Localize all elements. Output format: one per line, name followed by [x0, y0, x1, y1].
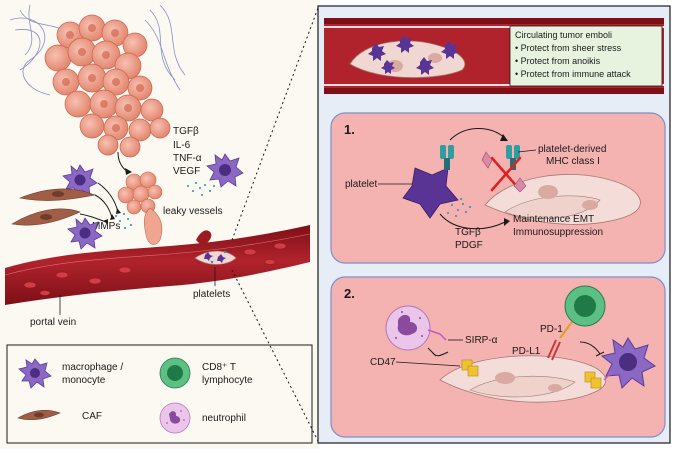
- emboli-vessel-lumen-line: [324, 84, 664, 86]
- leaky-vessels-label: leaky vessels: [163, 206, 222, 217]
- secretion-dots: [447, 198, 471, 217]
- cd47-icon: [461, 359, 479, 377]
- panel-1: [330, 112, 666, 264]
- macrophage-icon: [18, 358, 52, 389]
- mhc-label-line1: platelet-derived: [538, 144, 606, 155]
- cytokine-dots: [187, 182, 215, 196]
- portal-vein-vessel: [5, 225, 310, 305]
- effect-emt: Maintenance EMT: [513, 214, 594, 225]
- factor-pdgf: PDGF: [455, 240, 483, 251]
- legend-macrophage-line2: monocyte: [62, 375, 106, 386]
- panel-2-number: 2.: [344, 286, 355, 301]
- zoom-lines: [231, 7, 319, 442]
- transfer-arrow: [449, 128, 506, 141]
- mmp-dots: [115, 213, 132, 229]
- cd47-pointer: [395, 361, 461, 367]
- legend-macrophage-line1: macrophage /: [62, 362, 123, 373]
- mmp-arrowheads: [103, 208, 121, 224]
- pdl1-label: PD-L1: [512, 346, 541, 357]
- sirp-alpha-icon: [603, 371, 613, 381]
- neutrophil-icon: [159, 402, 191, 434]
- caf-icon: [17, 409, 61, 421]
- emboli-vessel-lumen-line: [324, 26, 664, 28]
- platelet-label: platelet: [345, 179, 377, 190]
- invasion-arrow: [117, 151, 132, 175]
- factor-tgfb: TGFβ: [455, 227, 481, 238]
- cytokine-il6: IL-6: [173, 140, 191, 151]
- mhc-class-i-icon: [440, 145, 454, 170]
- cytokine-tnfa: TNF-α: [173, 153, 202, 164]
- tumor-mass: [44, 14, 171, 158]
- sirp-alpha-icon: [427, 329, 447, 341]
- panel-1-number: 1.: [344, 122, 355, 137]
- vessel-emboli: [194, 250, 237, 265]
- emboli-vessel-wall-bottom: [324, 88, 664, 94]
- neutrophil-icon: [385, 305, 431, 351]
- tumor-nuclei: [62, 24, 144, 132]
- cytokine-vegf: VEGF: [173, 166, 200, 177]
- cd47-icon: [584, 371, 602, 389]
- vessel-leak: [196, 230, 212, 246]
- pd1-label: PD-1: [540, 324, 563, 335]
- macrophage-icon: [206, 153, 244, 188]
- caf-icon: [18, 188, 97, 201]
- circulating-tumor-emboli: [349, 35, 466, 78]
- legend-cd8-line2: lymphocyte: [202, 375, 253, 386]
- secretion-arrowhead: [504, 218, 510, 226]
- portal-vein-label: portal vein: [30, 317, 76, 328]
- platelets-label: platelets: [193, 289, 230, 300]
- tumor-cell: [439, 355, 607, 403]
- emboli-title: Circulating tumor emboli: [515, 30, 612, 40]
- transfer-arrowhead: [500, 134, 508, 141]
- macrophage-icon: [600, 337, 656, 389]
- vessel-highlight: [4, 233, 311, 276]
- mhc-label-line2: MHC class I: [546, 156, 600, 167]
- emboli-bullet-3: • Protect from immune attack: [515, 69, 631, 79]
- sirp-alpha-label: SIRP-α: [465, 335, 498, 346]
- mhc-pointer: [517, 149, 537, 153]
- effect-immunosuppression: Immunosuppression: [513, 227, 603, 238]
- macrophage-icon: [67, 217, 103, 250]
- caf-icon: [11, 208, 81, 226]
- cd8-t-cell-icon: [564, 285, 606, 327]
- cd47-label: CD47: [370, 357, 396, 368]
- cytokine-tgfb: TGFβ: [173, 126, 199, 137]
- legend-box: [6, 344, 313, 444]
- emboli-bullet-2: • Protect from anoikis: [515, 56, 601, 66]
- emboli-bullet-1: • Protect from sheer stress: [515, 43, 622, 53]
- emboli-vessel-wall-top: [324, 18, 664, 24]
- pd-1-icon: [559, 321, 573, 339]
- legend-cd8-line1: CD8⁺ T: [202, 362, 236, 373]
- red-blood-cells: [23, 242, 287, 296]
- legend-caf: CAF: [82, 411, 102, 422]
- legend-neutrophil: neutrophil: [202, 413, 246, 424]
- mhc-class-i-icon: [506, 145, 520, 170]
- inhibition-symbol: [427, 341, 605, 357]
- tumor-cluster-small: [117, 171, 163, 215]
- tcr-icon: [481, 151, 527, 193]
- pd-l1-icon: [547, 339, 561, 361]
- cd8-t-cell-icon: [159, 357, 191, 389]
- mmps-label: MMPs: [92, 221, 120, 232]
- migrating-tumor-cell: [143, 207, 163, 245]
- secretion-arrow: [439, 213, 506, 230]
- emboli-info-box: [509, 25, 663, 87]
- platelet-icon: [402, 167, 459, 219]
- ecm-fibers: [9, 4, 186, 96]
